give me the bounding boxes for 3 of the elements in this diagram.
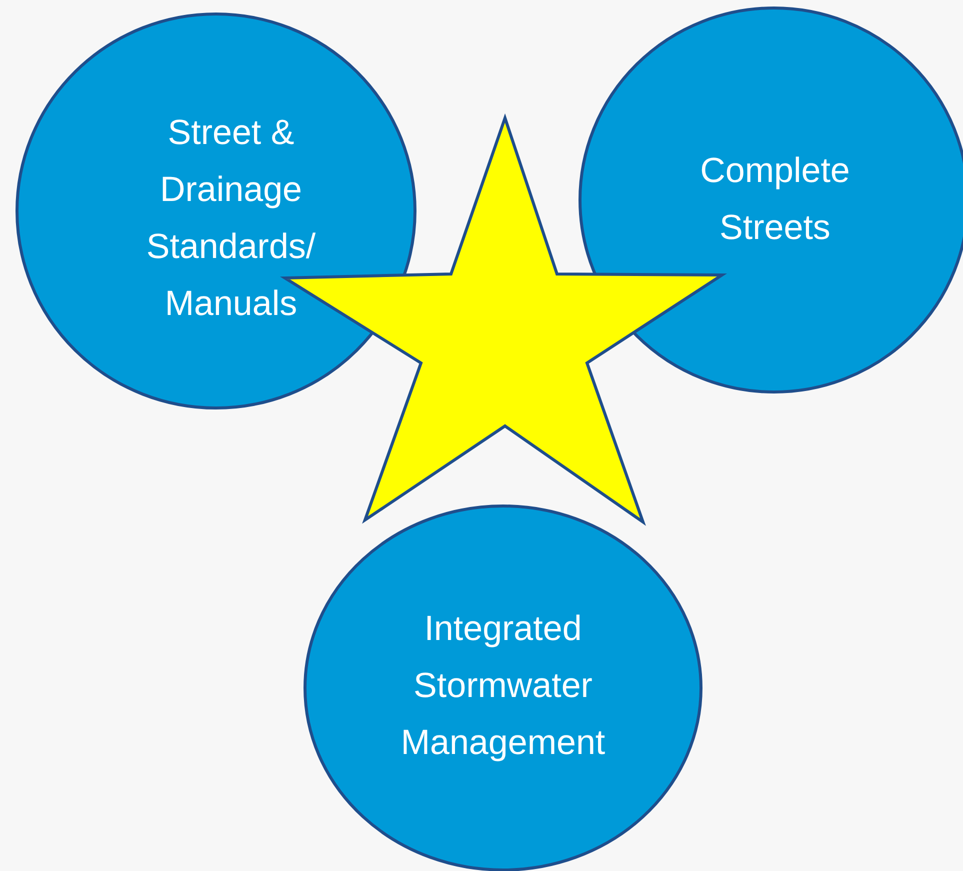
topic-label: Street & Drainage Standards/ Manuals (145, 112, 317, 325)
topic-label: Integrated Stormwater Management (400, 608, 606, 764)
topic-label: Complete Streets (699, 150, 851, 249)
